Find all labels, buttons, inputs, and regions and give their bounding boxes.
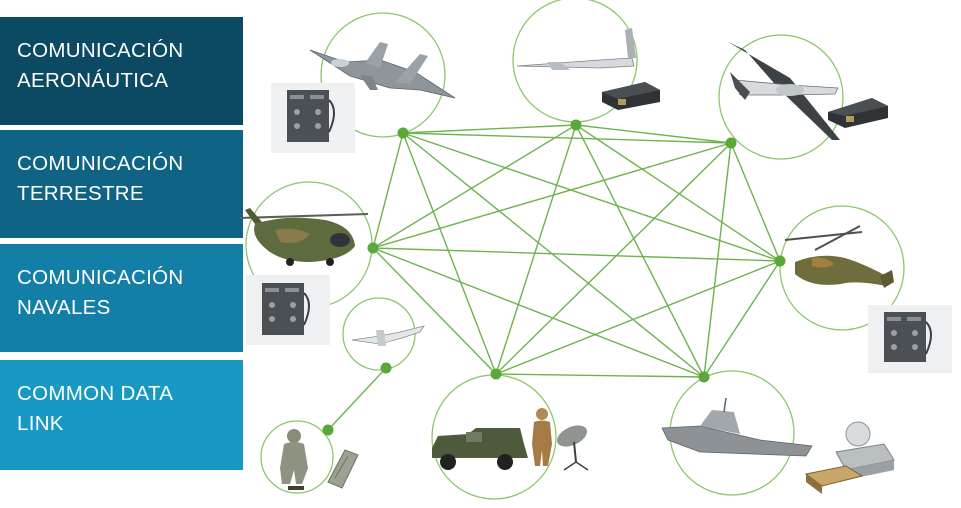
node-naval-frigate <box>698 371 710 383</box>
radar-dome-icon <box>835 421 895 480</box>
menu-item-comunicacion-aeronautica[interactable]: COMUNICACIÓN AERONÁUTICA <box>0 17 243 125</box>
link-reaper-drone-ground-vehicle <box>495 142 732 375</box>
soldier-with-radio-icon <box>532 408 552 466</box>
link-attack-helicopter-ground-vehicle <box>495 260 781 375</box>
fighter-jet-circle <box>320 12 446 138</box>
radio-unit-icon <box>246 275 330 345</box>
datalink-box-icon <box>602 82 660 110</box>
menu-item-comunicacion-terrestre[interactable]: COMUNICACIÓN TERRESTRE <box>0 130 243 238</box>
link-attack-helicopter-naval-frigate <box>703 260 781 378</box>
link-transport-helicopter-ground-vehicle <box>372 247 497 375</box>
node-small-uav <box>380 362 392 374</box>
menu-item-line: COMUNICACIÓN <box>17 152 184 175</box>
electronics-board-icon <box>804 465 864 494</box>
reaper-drone-icon <box>728 42 840 140</box>
attack-helicopter-circle <box>779 205 905 331</box>
datalink-box-icon <box>828 98 888 128</box>
link-surveillance-drone-reaper-drone <box>575 124 732 144</box>
network-nodes <box>322 119 786 436</box>
menu-item-comunicacion-navales[interactable]: COMUNICACIÓN NAVALES <box>0 244 243 352</box>
link-ground-vehicle-naval-frigate <box>495 373 705 378</box>
small-uav-icon <box>351 325 425 346</box>
node-attack-helicopter <box>774 255 786 267</box>
ground-vehicle-icon <box>432 428 528 470</box>
node-reaper-drone <box>725 137 737 149</box>
menu-item-line: TERRESTRE <box>17 182 144 205</box>
link-fighter-jet-attack-helicopter <box>402 132 781 262</box>
satellite-dish-icon <box>557 425 589 471</box>
link-surveillance-drone-ground-vehicle <box>495 124 577 375</box>
menu-item-line: COMUNICACIÓN <box>17 39 184 62</box>
radio-unit-icon <box>271 83 355 153</box>
menu-item-line: AERONÁUTICA <box>17 69 169 92</box>
link-surveillance-drone-transport-helicopter <box>372 124 577 249</box>
node-surveillance-drone <box>570 119 582 131</box>
link-transport-helicopter-naval-frigate <box>372 247 705 378</box>
fighter-jet-icon <box>309 42 456 99</box>
menu-item-line: LINK <box>17 412 64 435</box>
surveillance-drone-icon <box>516 28 636 70</box>
menu-item-line: NAVALES <box>17 296 111 319</box>
network-links <box>327 124 781 431</box>
link-fighter-jet-reaper-drone <box>402 132 732 144</box>
field-soldier-icon <box>280 429 308 490</box>
menu-item-common-data-link[interactable]: COMMON DATA LINK <box>0 360 243 470</box>
link-fighter-jet-transport-helicopter <box>372 132 404 249</box>
naval-frigate-icon <box>661 397 813 457</box>
link-surveillance-drone-attack-helicopter <box>575 124 781 262</box>
link-fighter-jet-ground-vehicle <box>402 132 497 375</box>
reaper-drone-circle <box>718 34 844 160</box>
menu-item-line: COMMON DATA <box>17 382 174 405</box>
link-small-uav-field-soldier <box>327 367 387 431</box>
link-fighter-jet-naval-frigate <box>402 132 705 378</box>
link-reaper-drone-transport-helicopter <box>372 142 732 249</box>
handheld-device-icon <box>327 449 359 489</box>
link-surveillance-drone-naval-frigate <box>575 124 705 378</box>
link-fighter-jet-surveillance-drone <box>402 124 577 134</box>
transport-helicopter-icon <box>239 208 369 266</box>
node-transport-helicopter <box>367 242 379 254</box>
node-fighter-jet <box>397 127 409 139</box>
radio-unit-icon <box>868 305 952 373</box>
menu-item-line: COMUNICACIÓN <box>17 266 184 289</box>
attack-helicopter-icon <box>784 225 894 288</box>
node-field-soldier <box>322 424 334 436</box>
field-soldier-circle <box>260 420 334 494</box>
link-reaper-drone-attack-helicopter <box>730 142 781 262</box>
node-ground-vehicle <box>490 368 502 380</box>
link-transport-helicopter-attack-helicopter <box>372 247 781 262</box>
link-reaper-drone-naval-frigate <box>703 142 732 378</box>
